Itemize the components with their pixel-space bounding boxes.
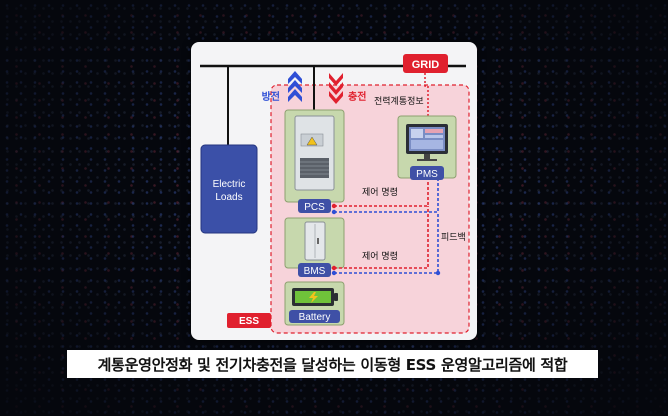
caption-bar: 계통운영안정화 및 전기차충전을 달성하는 이동형 ESS 운영알고리즘에 적합 — [67, 350, 598, 378]
control-command-label-2: 제어 명령 — [362, 250, 398, 262]
ess-badge — [227, 313, 271, 328]
pms-label: PMS — [416, 169, 438, 180]
feedback-label: 피드백 — [441, 232, 466, 243]
electric-loads-box — [200, 144, 258, 234]
grid-info-label: 전력계통정보 — [374, 95, 424, 107]
bms-label: BMS — [304, 266, 326, 277]
battery-label: Battery — [299, 312, 331, 323]
battery-badge — [289, 310, 340, 323]
electric-loads-label-line2: Loads — [215, 192, 242, 203]
pcs-cabinet-icon — [294, 115, 335, 191]
pms-monitor-icon — [406, 124, 448, 161]
junction-dot — [331, 209, 337, 215]
discharge-label: 방전 — [262, 90, 280, 103]
control-line-pcs — [334, 180, 429, 207]
grid-label: GRID — [412, 59, 440, 71]
junction-dot — [331, 265, 337, 271]
pms-badge — [410, 166, 444, 180]
discharge-arrow-icon — [288, 71, 302, 102]
bms-badge — [298, 263, 331, 277]
control-command-label-1: 제어 명령 — [362, 186, 398, 198]
bms-cabinet-icon — [304, 221, 326, 261]
battery-icon — [292, 288, 338, 306]
pcs-badge — [298, 199, 331, 213]
grid-badge — [403, 54, 448, 73]
charge-arrow-icon — [329, 73, 343, 104]
control-line-bms — [334, 206, 429, 269]
feedback-line-pcs — [334, 180, 439, 213]
junction-dot — [435, 270, 441, 276]
ess-label: ESS — [239, 316, 259, 327]
charge-label: 충전 — [348, 90, 366, 103]
caption-text: 계통운영안정화 및 전기차충전을 달성하는 이동형 ESS 운영알고리즘에 적합 — [97, 355, 568, 374]
junction-dot — [331, 203, 337, 209]
electric-loads-label-line1: Electric — [213, 179, 246, 190]
pcs-label: PCS — [304, 202, 325, 213]
junction-dot — [331, 270, 337, 276]
